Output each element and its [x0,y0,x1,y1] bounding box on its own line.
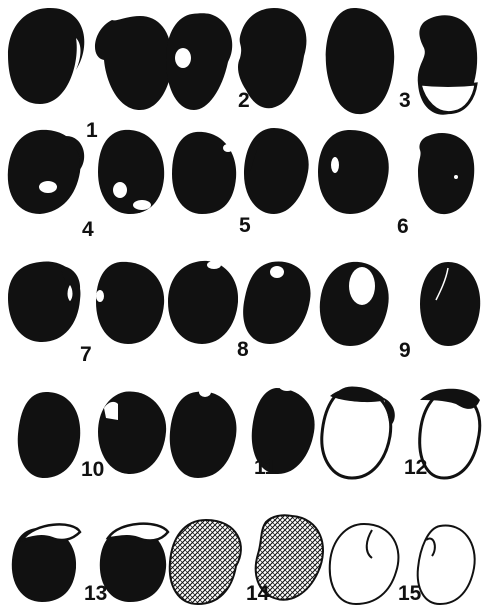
seed-2b [166,13,232,110]
label-3: 3 [399,89,411,112]
seed-6b [418,133,474,214]
seed-12 [420,389,480,478]
seed-10b [98,391,166,474]
seed-10a [18,392,80,478]
label-12: 12 [404,456,427,479]
seed-14a [170,520,241,604]
seed-4b [98,130,164,214]
seed-13b [100,524,168,602]
label-14: 14 [246,582,270,605]
seed-10c [170,387,237,478]
seed-1a [8,8,84,104]
label-15: 15 [398,582,422,605]
seed-9b [420,262,480,346]
label-9: 9 [399,339,411,362]
seed-7 [8,261,81,342]
label-4: 4 [82,218,94,241]
label-10: 10 [81,458,104,481]
seed-5b [244,128,309,214]
seed-8a [96,262,164,344]
seed-6a [318,130,389,214]
seed-2a [95,16,172,110]
label-13: 13 [84,582,107,605]
seed-5a [172,132,236,214]
seed-2c [238,8,320,108]
seed-2d [326,8,394,114]
seed-3 [418,15,477,114]
label-7: 7 [80,343,92,366]
seed-8b [168,261,238,344]
label-8: 8 [237,338,249,361]
seed-15b [418,526,475,604]
label-1: 1 [86,119,98,142]
label-5: 5 [239,214,251,237]
seed-4a [8,130,84,214]
seed-9a [320,262,389,346]
label-6: 6 [397,215,409,238]
label-11: 11 [254,456,277,479]
seed-13a [12,524,80,602]
seed-11b [322,388,395,478]
seed-15a [330,524,399,604]
label-2: 2 [238,89,250,112]
seed-8c [243,261,310,344]
